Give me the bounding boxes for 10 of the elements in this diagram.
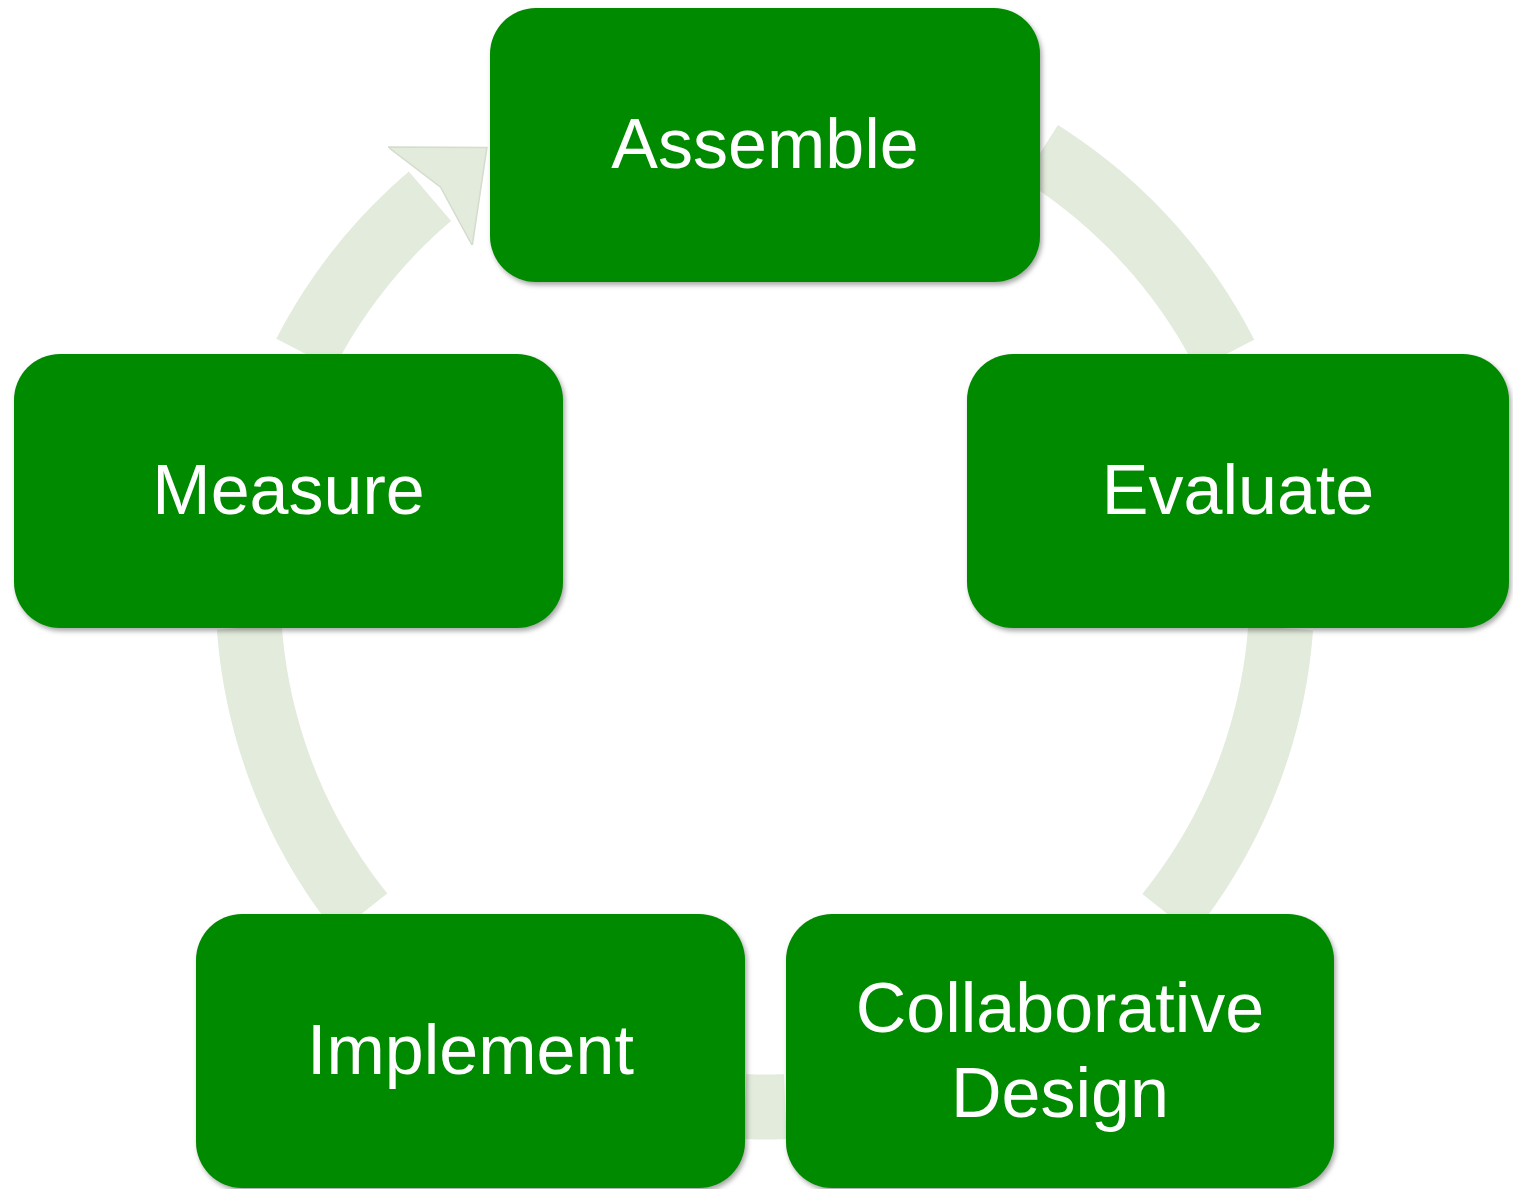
step-label: Assemble [611, 104, 919, 186]
process-box [967, 354, 1509, 628]
process-box [490, 8, 1040, 282]
process-box [786, 914, 1334, 1188]
step-label: Evaluate [1101, 450, 1375, 532]
step-label: Measure [152, 450, 425, 532]
step-label: Collaborative Design [854, 967, 1266, 1134]
step-label: Implement [307, 1010, 634, 1092]
process-box [196, 914, 745, 1188]
process-box [14, 354, 563, 628]
